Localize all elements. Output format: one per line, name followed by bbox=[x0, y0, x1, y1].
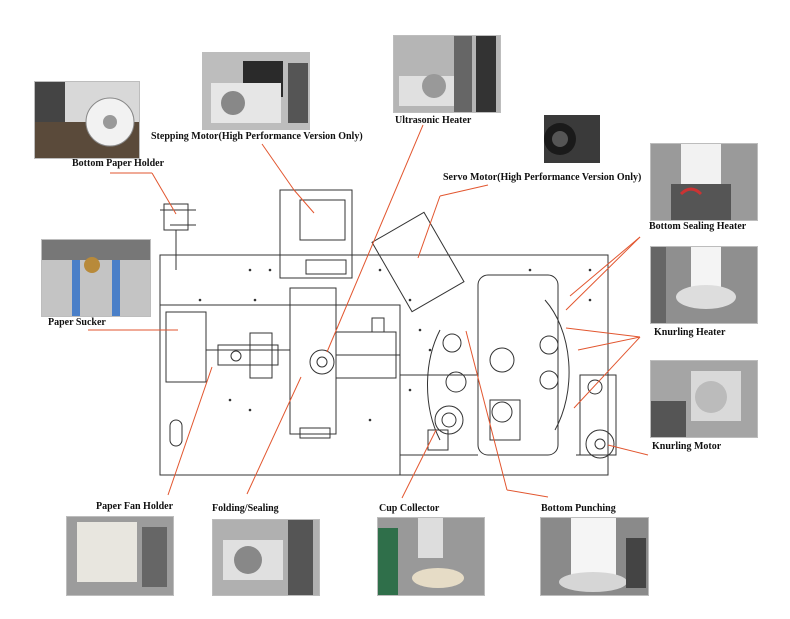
photo-servo-motor bbox=[521, 108, 601, 166]
label-knurling-heater: Knurling Heater bbox=[654, 327, 726, 338]
photo-stepping-motor bbox=[202, 52, 310, 130]
photo-knurling-motor bbox=[650, 360, 758, 438]
label-paper-sucker: Paper Sucker bbox=[48, 317, 106, 328]
photo-paper-fan-holder bbox=[66, 516, 174, 596]
label-folding-sealing: Folding/Sealing bbox=[212, 503, 279, 514]
label-bottom-punching: Bottom Punching bbox=[541, 503, 616, 514]
photo-cup-collector bbox=[377, 517, 485, 596]
photo-knurling-heater bbox=[650, 246, 758, 324]
label-bottom-paper-holder: Bottom Paper Holder bbox=[72, 158, 165, 169]
photo-folding-sealing bbox=[212, 519, 320, 596]
label-stepping-motor: Stepping Motor(High Performance Version … bbox=[151, 131, 363, 142]
photo-ultrasonic-heater bbox=[393, 35, 501, 113]
photo-bottom-punching bbox=[540, 517, 649, 596]
photo-bottom-paper-holder bbox=[34, 81, 140, 159]
label-servo-motor: Servo Motor(High Performance Version Onl… bbox=[443, 172, 642, 183]
label-knurling-motor: Knurling Motor bbox=[652, 441, 722, 452]
label-paper-fan-holder: Paper Fan Holder bbox=[96, 501, 174, 512]
photo-bottom-sealing-heater bbox=[650, 143, 758, 221]
label-ultrasonic-heater: Ultrasonic Heater bbox=[395, 115, 472, 126]
label-cup-collector: Cup Collector bbox=[379, 503, 440, 514]
label-bottom-sealing-heater: Bottom Sealing Heater bbox=[649, 221, 747, 232]
photo-paper-sucker bbox=[41, 239, 151, 317]
